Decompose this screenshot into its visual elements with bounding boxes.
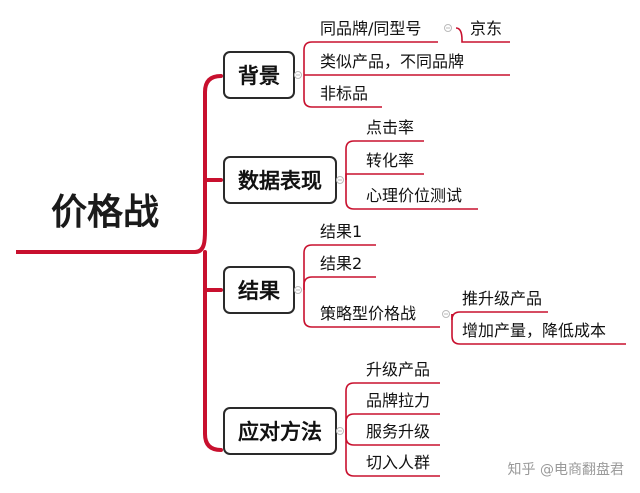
item-increase-output-reduce-cost: 增加产量，降低成本 (462, 321, 606, 340)
central-topic: 价格战 (51, 192, 159, 233)
item-price-perception-test: 心理价位测试 (366, 186, 462, 205)
main-spine (193, 74, 223, 452)
branch-label-background: 背景 (238, 64, 280, 88)
item-click-rate: 点击率 (366, 118, 414, 137)
branch-label-data-performance: 数据表现 (238, 169, 322, 193)
collapse-icon[interactable] (442, 310, 450, 318)
item-conversion-rate: 转化率 (366, 151, 414, 170)
collapse-icon[interactable] (294, 286, 302, 294)
item-result-1: 结果1 (320, 222, 362, 241)
item-strategic-price-war: 策略型价格战 (320, 304, 416, 323)
item-target-audience: 切入人群 (366, 453, 430, 472)
branch-connectors (303, 27, 626, 477)
item-non-standard-product: 非标品 (320, 84, 368, 103)
collapse-icon[interactable] (336, 176, 344, 184)
item-upgrade-products: 升级产品 (366, 360, 430, 379)
collapse-icon[interactable] (444, 24, 452, 32)
item-push-upgraded-products: 推升级产品 (462, 289, 542, 308)
item-similar-product-different-brand: 类似产品，不同品牌 (320, 52, 464, 71)
item-brand-pull: 品牌拉力 (366, 391, 430, 410)
item-jd: 京东 (470, 19, 502, 38)
branch-label-countermeasures: 应对方法 (238, 420, 322, 444)
item-same-brand-model: 同品牌/同型号 (320, 19, 421, 38)
watermark: 知乎 @电商翻盘君 (508, 461, 624, 478)
collapse-icon[interactable] (336, 427, 344, 435)
item-service-upgrade: 服务升级 (366, 422, 430, 441)
item-result-2: 结果2 (320, 254, 362, 273)
branch-label-result: 结果 (238, 279, 280, 303)
collapse-icon[interactable] (294, 71, 302, 79)
